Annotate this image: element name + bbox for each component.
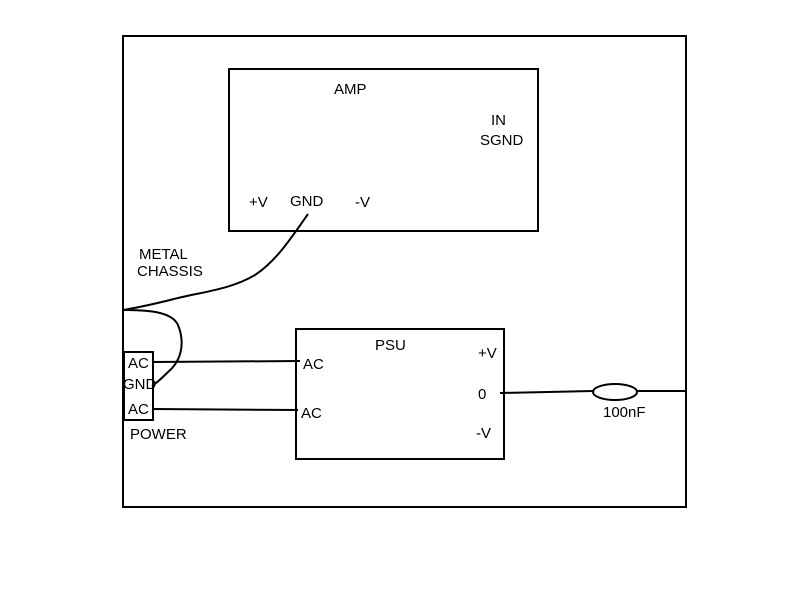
chassis-label-line1: METAL <box>139 246 188 263</box>
amp-box <box>228 68 539 232</box>
power-ac-bottom: AC <box>128 401 149 418</box>
power-label: POWER <box>130 426 187 443</box>
psu-out-pos: +V <box>478 345 497 362</box>
power-gnd-to-chassis-wire <box>122 309 183 387</box>
power-ac-top: AC <box>128 355 149 372</box>
amp-pin-neg: -V <box>355 194 370 211</box>
chassis-outline <box>122 35 687 508</box>
zero-wire-left <box>499 390 594 394</box>
power-inlet-box <box>123 351 154 421</box>
capacitor-symbol <box>592 383 638 401</box>
psu-box <box>295 328 505 460</box>
psu-out-neg: -V <box>476 425 491 442</box>
ac-wire-top <box>152 360 301 363</box>
capacitor-label: 100nF <box>603 404 646 421</box>
psu-in-ac-bottom: AC <box>301 405 322 422</box>
amp-pin-gnd: GND <box>290 193 324 210</box>
ac-wire-bottom <box>152 408 299 411</box>
amp-pin-sgnd: SGND <box>480 132 524 149</box>
psu-out-zero: 0 <box>478 386 487 403</box>
chassis-label-line2: CHASSIS <box>137 263 203 280</box>
amp-pin-pos: +V <box>249 194 268 211</box>
amp-gnd-to-chassis-wire <box>122 213 309 311</box>
psu-in-ac-top: AC <box>303 356 324 373</box>
amp-title: AMP <box>334 81 367 98</box>
power-gnd: GND <box>123 376 157 393</box>
psu-title: PSU <box>375 337 406 354</box>
amp-pin-in: IN <box>491 112 506 129</box>
